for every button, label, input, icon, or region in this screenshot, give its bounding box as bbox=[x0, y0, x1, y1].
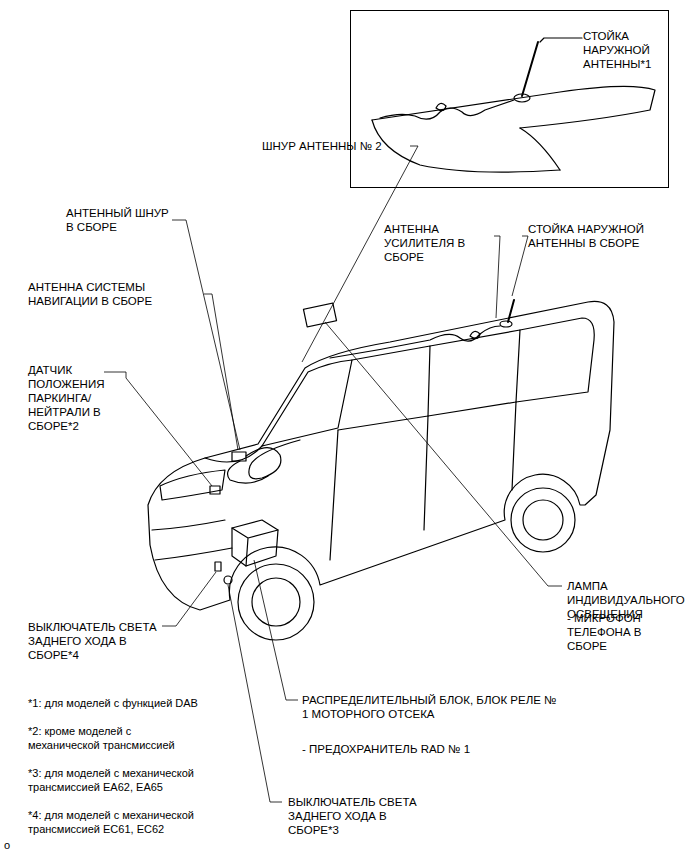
part-label: АНТЕННЫЙ ШНУР В СБОРЕ bbox=[66, 206, 176, 234]
part-label: РАСПРЕДЕЛИТЕЛЬНЫЙ БЛОК, БЛОК РЕЛЕ № 1 МО… bbox=[302, 693, 564, 721]
part-label: АНТЕННА СИСТЕМЫ НАВИГАЦИИ В СБОРЕ bbox=[28, 280, 206, 308]
part-label: ВЫКЛЮЧАТЕЛЬ СВЕТА ЗАДНЕГО ХОДА В СБОРЕ*3 bbox=[288, 795, 428, 837]
part-label: СТОЙКА НАРУЖНОЙ АНТЕННЫ*1 bbox=[583, 29, 663, 71]
part-label: АНТЕННА УСИЛИТЕЛЯ В СБОРЕ bbox=[384, 222, 496, 264]
footnote: *2: кроме моделей с механической трансми… bbox=[28, 724, 178, 752]
inset-frame: СТОЙКА НАРУЖНОЙ АНТЕННЫ*1 bbox=[350, 10, 669, 188]
part-label: ВЫКЛЮЧАТЕЛЬ СВЕТА ЗАДНЕГО ХОДА В СБОРЕ*4 bbox=[28, 620, 164, 662]
part-label: СТОЙКА НАРУЖНОЙ АНТЕННЫ В СБОРЕ bbox=[528, 222, 660, 250]
footnote: *4: для моделей с механической трансмисс… bbox=[28, 808, 198, 836]
footnote: *3: для моделей с механической трансмисс… bbox=[28, 766, 198, 794]
part-label: - МИКРОФОН ТЕЛЕФОНА В СБОРЕ bbox=[567, 611, 683, 653]
footnote: *1: для моделей с функцией DAB bbox=[28, 696, 248, 710]
part-label: - ПРЕДОХРАНИТЕЛЬ RAD № 1 bbox=[302, 742, 532, 756]
part-label: ШНУР АНТЕННЫ № 2 bbox=[262, 139, 412, 153]
page-mark: o bbox=[4, 838, 24, 852]
part-label: ДАТЧИК ПОЛОЖЕНИЯ ПАРКИНГА/ НЕЙТРАЛИ В СБ… bbox=[28, 363, 128, 433]
